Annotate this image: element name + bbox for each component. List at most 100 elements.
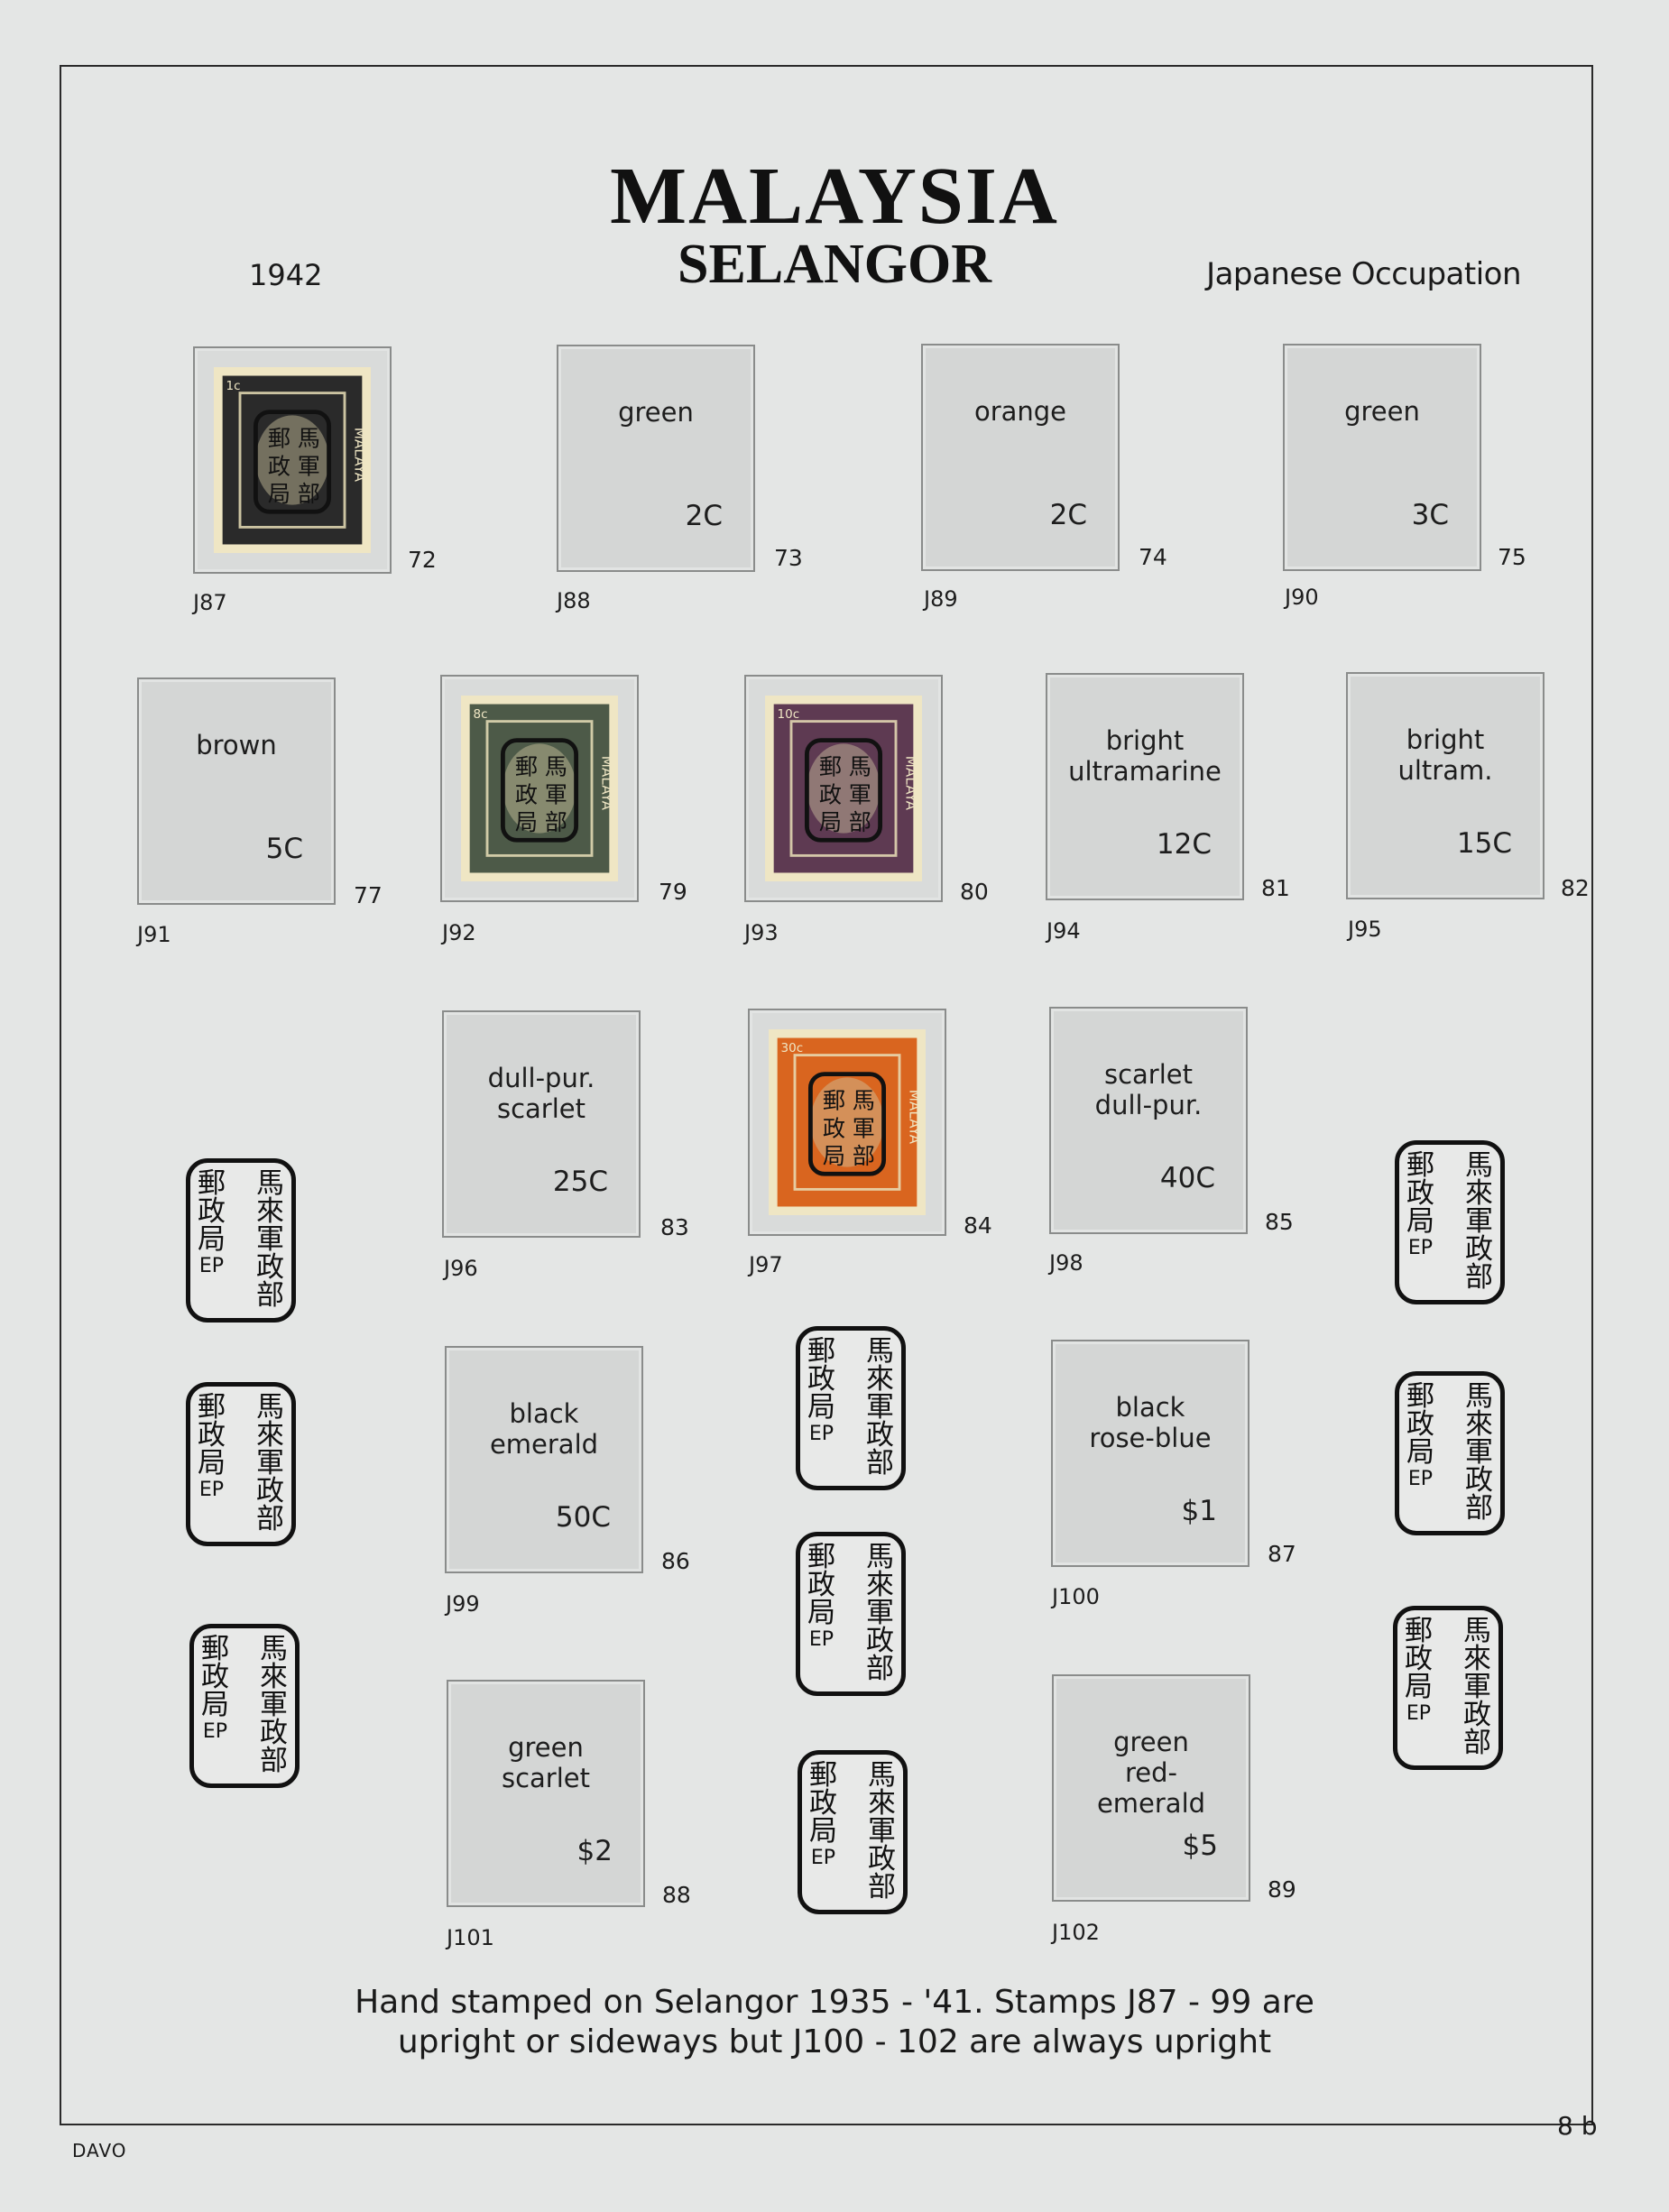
chop-glyph: 來 <box>866 1363 894 1396</box>
stamp-color-label: green <box>1344 396 1420 427</box>
page-note: Hand stamped on Selangor 1935 - '41. Sta… <box>0 1983 1669 2062</box>
chop-mark: EP <box>198 1255 225 1277</box>
stamp-color-label: orange <box>973 396 1067 427</box>
stamp-slot-j95: bright ultram.15C <box>1346 672 1545 899</box>
chop-glyph: 政 <box>868 1843 896 1876</box>
chop-glyph: 部 <box>866 1653 894 1685</box>
stamp-color-label: green red- emerald <box>1096 1727 1206 1819</box>
chop-glyph: 軍 <box>260 1689 288 1721</box>
catalogue-number: J100 <box>1052 1584 1100 1609</box>
svg-text:政: 政 <box>823 1115 845 1141</box>
stamp-value-label: $1 <box>1181 1495 1217 1527</box>
chop-mark: EP <box>808 1628 834 1651</box>
svg-text:局: 局 <box>823 1143 845 1169</box>
chop-glyph: 政 <box>256 1475 284 1507</box>
chop-glyph: 政 <box>866 1419 894 1452</box>
chop-glyph: 局 <box>807 1391 835 1424</box>
chop-glyph: 馬 <box>1463 1615 1491 1647</box>
stamp-inscription: MALAYA <box>352 428 368 483</box>
stamp-color-label: green scarlet <box>501 1732 591 1793</box>
chop-glyph: 馬 <box>260 1633 288 1665</box>
chop-glyph: 部 <box>256 1279 284 1312</box>
chop-glyph: 馬 <box>256 1391 284 1424</box>
chop-glyph: 局 <box>809 1815 837 1848</box>
catalogue-number: J94 <box>1047 918 1081 944</box>
chop-glyph: 馬 <box>1465 1380 1493 1413</box>
stamp-value-label: 12C <box>1156 828 1212 861</box>
chop-glyph: 來 <box>256 1419 284 1452</box>
chop-glyph: 政 <box>809 1787 837 1820</box>
chop-glyph: 來 <box>256 1195 284 1228</box>
album-number: 88 <box>662 1882 691 1908</box>
chop-glyph: 來 <box>260 1661 288 1693</box>
catalogue-number: J93 <box>744 920 779 945</box>
chop-glyph: 郵 <box>198 1167 226 1200</box>
album-number: 74 <box>1139 544 1167 570</box>
chop-glyph: 軍 <box>868 1815 896 1848</box>
chop-glyph: 郵 <box>198 1391 226 1424</box>
catalogue-number: J101 <box>447 1925 494 1950</box>
chop-glyph: 來 <box>868 1787 896 1820</box>
catalogue-number: J91 <box>137 922 171 947</box>
svg-text:郵: 郵 <box>823 1088 845 1114</box>
chop-glyph: 政 <box>1463 1699 1491 1731</box>
chop-glyph: 政 <box>201 1661 229 1693</box>
stamp-value-label: 15C <box>1456 827 1512 860</box>
stamp-value-label: 50C <box>555 1501 611 1534</box>
note-line-1: Hand stamped on Selangor 1935 - '41. Sta… <box>355 1984 1314 2021</box>
svg-text:部: 部 <box>545 809 567 835</box>
chop-glyph: 局 <box>1406 1436 1434 1469</box>
album-number: 87 <box>1268 1541 1296 1567</box>
chop-mark: EP <box>1406 1702 1432 1725</box>
stamp-color-label: bright ultramarine <box>1068 725 1222 787</box>
stamp-slot-j94: bright ultramarine 12C <box>1046 673 1244 900</box>
chop-glyph: 政 <box>1465 1233 1493 1266</box>
svg-text:政: 政 <box>515 781 538 807</box>
chop-glyph: 政 <box>807 1569 835 1601</box>
chop-glyph: 來 <box>1465 1177 1493 1210</box>
svg-text:政: 政 <box>819 781 842 807</box>
album-number: 84 <box>964 1212 992 1239</box>
chop-glyph: 郵 <box>1406 1380 1434 1413</box>
chop-glyph: 局 <box>807 1597 835 1629</box>
chop-glyph: 部 <box>1465 1261 1493 1294</box>
album-number: 85 <box>1265 1209 1294 1235</box>
catalogue-number: J97 <box>749 1252 783 1277</box>
publisher-mark: DAVO <box>72 2140 127 2161</box>
svg-text:馬: 馬 <box>545 754 567 780</box>
chop-glyph: 軍 <box>256 1447 284 1479</box>
svg-text:馬: 馬 <box>853 1088 875 1114</box>
album-number: 80 <box>960 879 989 905</box>
chop-glyph: 政 <box>1465 1464 1493 1497</box>
stamp-color-label: scarlet dull-pur. <box>1094 1059 1203 1120</box>
album-number: 89 <box>1268 1876 1296 1903</box>
chop-glyph: 部 <box>256 1503 284 1535</box>
chop-glyph: 政 <box>198 1419 226 1452</box>
catalogue-number: J96 <box>444 1256 478 1281</box>
catalogue-number: J98 <box>1049 1250 1083 1276</box>
chop-glyph: 局 <box>1406 1205 1434 1238</box>
chop-glyph: 馬 <box>868 1759 896 1792</box>
chop-glyph: 局 <box>1405 1671 1433 1703</box>
chop-glyph: 馬 <box>256 1167 284 1200</box>
stamp-denomination: 30c <box>781 1042 804 1055</box>
chop-mark: EP <box>1407 1468 1434 1490</box>
catalogue-number: J102 <box>1052 1920 1100 1945</box>
svg-text:部: 部 <box>853 1143 875 1169</box>
chop-glyph: 局 <box>198 1447 226 1479</box>
chop-glyph: 部 <box>260 1745 288 1777</box>
svg-text:部: 部 <box>298 481 320 507</box>
album-number: 86 <box>661 1548 690 1574</box>
stamp-value-label: $2 <box>576 1835 613 1867</box>
chop-mark: EP <box>1407 1237 1434 1259</box>
page-title: MALAYSIA <box>610 152 1059 241</box>
chop-glyph: 郵 <box>807 1335 835 1368</box>
